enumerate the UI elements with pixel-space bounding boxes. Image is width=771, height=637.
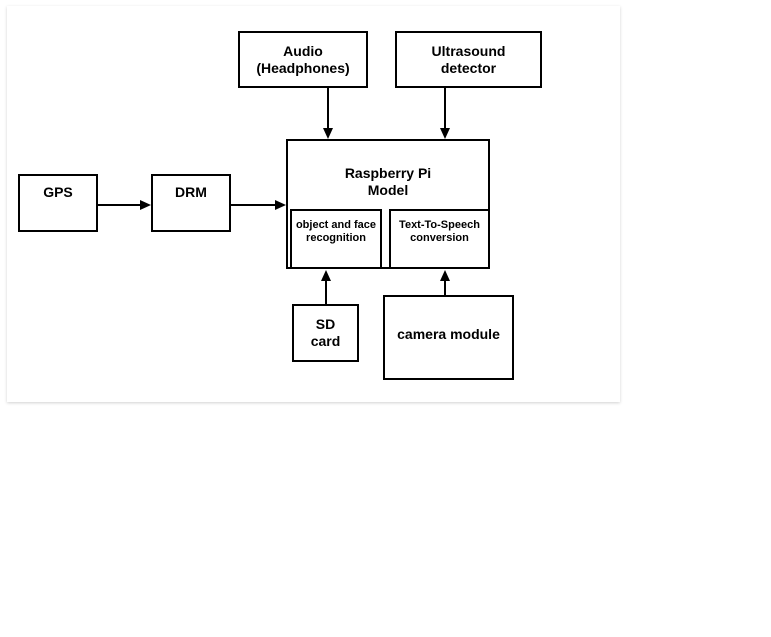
arrow-drm-to-raspberry [231, 200, 286, 210]
arrow-sd-card-to-recognition [321, 270, 331, 304]
camera-module-node: camera module [383, 295, 514, 380]
gps-node: GPS [18, 174, 98, 232]
drm-node: DRM [151, 174, 231, 232]
text-to-speech-node: Text-To-Speech conversion [389, 209, 490, 269]
object-face-recognition-node: object and face recognition [290, 209, 382, 269]
sd-card-node: SD card [292, 304, 359, 362]
arrow-audio-to-raspberry [323, 88, 333, 139]
arrow-ultrasound-to-raspberry [440, 88, 450, 139]
arrow-camera-to-tts [440, 270, 450, 295]
arrow-gps-to-drm [98, 200, 151, 210]
audio-headphones-node: Audio (Headphones) [238, 31, 368, 88]
ultrasound-detector-node: Ultrasound detector [395, 31, 542, 88]
